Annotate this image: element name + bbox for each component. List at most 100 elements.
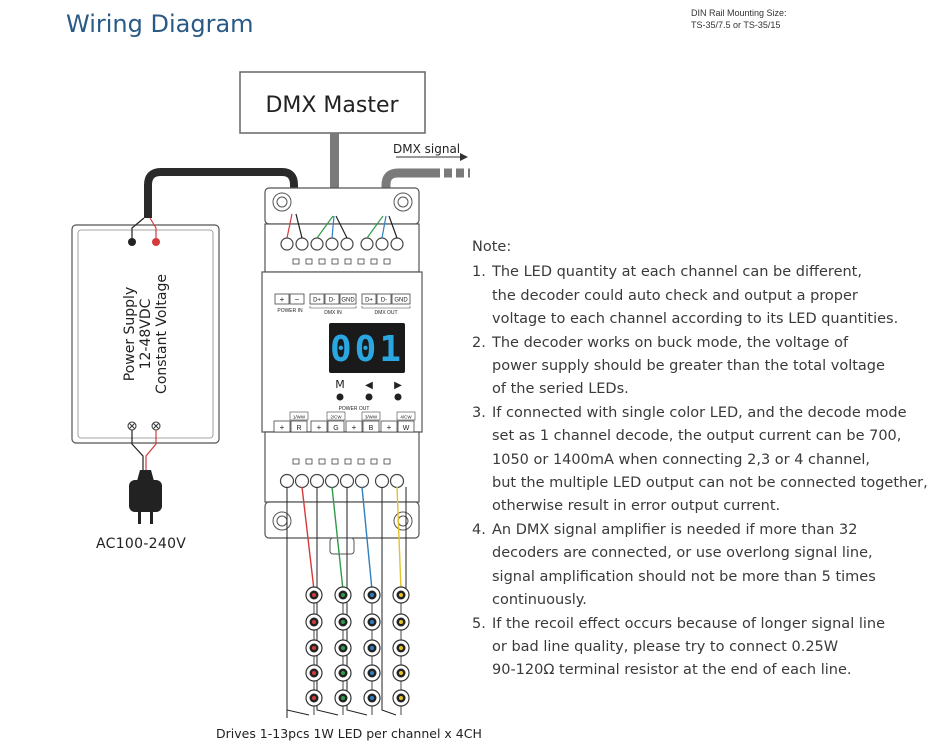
note-text: An DMX signal amplifier is needed if mor… (492, 521, 876, 609)
led-lens (399, 646, 403, 650)
channel-common-wire (316, 487, 339, 716)
channel-signal-wire (396, 486, 402, 591)
note-text: If the recoil effect occurs because of l… (492, 615, 885, 679)
led-lens (341, 671, 345, 675)
led-lens (370, 671, 374, 675)
psu-line-1: Power Supply (122, 287, 138, 382)
note-number: 2. (472, 334, 486, 351)
power-supply-box (71, 224, 220, 444)
tt-box-3 (309, 293, 325, 305)
channel-signal-wire (331, 486, 344, 591)
led-caption: Drives 1-13pcs 1W LED per channel x 4CH (216, 726, 482, 741)
top-screw-7 (375, 237, 389, 251)
top-terminal-screws (280, 237, 404, 251)
top-screw-6 (360, 237, 374, 251)
channel-signal-wire (301, 486, 315, 591)
output-terminal-screw (354, 473, 370, 489)
mount-screw-bl-inner (276, 515, 288, 527)
tt-box-4 (324, 293, 340, 305)
note-item: 3. If connected with single color LED, an… (472, 402, 932, 519)
wire-dmxout-3 (388, 215, 398, 239)
plug-body (129, 480, 162, 512)
output-terminal-screw (374, 473, 390, 489)
led-array (279, 473, 410, 718)
bt-box-5 (345, 420, 363, 433)
bt-box-3 (310, 420, 328, 433)
bt-label-4: G (333, 425, 338, 432)
tt-label-6: D+ (365, 298, 373, 304)
page-title: Wiring Diagram (66, 10, 254, 38)
dmx-out-cable (381, 168, 432, 215)
bdot-1 (292, 458, 300, 465)
psu-terminal-positive (152, 238, 160, 246)
display-value: 001 (330, 329, 404, 370)
led-lens (312, 696, 316, 700)
din-rail-size-note: DIN Rail Mounting Size: TS-35/7.5 or TS-… (691, 7, 787, 31)
led-lens (312, 593, 316, 597)
plug-pin-left (138, 512, 141, 524)
notes-list: 1.The LED quantity at each channel can b… (472, 261, 932, 682)
output-terminal-screw (324, 473, 340, 489)
decoder-lower-body (264, 431, 420, 503)
led-lens (370, 696, 374, 700)
dot-1 (292, 258, 300, 265)
psu-red-wire (149, 217, 157, 242)
led-lens (399, 696, 403, 700)
button-m[interactable] (336, 393, 344, 401)
output-terminal-screw (279, 473, 295, 489)
bdot-3 (318, 458, 326, 465)
wire-dmxin-3 (335, 215, 348, 239)
led-lens (341, 646, 345, 650)
dot-7 (370, 258, 378, 265)
mount-screw-tl-inner (276, 196, 288, 208)
bt-label-8: W (403, 425, 410, 432)
tt-box-7 (376, 293, 392, 305)
tt-label-1: + (280, 295, 285, 304)
dot-6 (357, 258, 365, 265)
tt-label-5: GND (341, 298, 355, 304)
dmx-signal-label: DMX signal (393, 142, 460, 156)
dmx-master-box (239, 71, 426, 134)
decoder-unit: + − D+ D- GND D+ D- GND POWER IN DMX IN … (261, 187, 423, 555)
ch-box-2 (326, 411, 346, 421)
channel-label-4: 4/CW (400, 415, 412, 420)
bt-label-2: R (296, 425, 301, 432)
bt-box-7 (380, 420, 398, 433)
button-right[interactable] (394, 393, 402, 401)
ac-wire-red (145, 430, 157, 470)
segment-display (329, 323, 405, 373)
tt-label-7: D- (381, 298, 387, 304)
wire-power-black (295, 213, 303, 239)
output-terminal-screw (309, 473, 325, 489)
led-lens (312, 646, 316, 650)
output-terminal-screw (339, 473, 355, 489)
top-screw-5 (340, 237, 354, 251)
wire-dmxout-1 (366, 215, 384, 239)
button-left[interactable] (365, 393, 373, 401)
led-lens (399, 593, 403, 597)
channel-label-3: 3/WW (365, 415, 378, 420)
psu-terminal-negative (128, 238, 136, 246)
notes-panel: Note: 1.The LED quantity at each channel… (472, 236, 932, 683)
ac-wire-black (131, 430, 144, 470)
led-lens (370, 620, 374, 624)
power-in-label: POWER IN (277, 308, 303, 314)
bdot-5 (344, 458, 352, 465)
wire-power-red (286, 213, 293, 239)
note-text: If connected with single color LED, and … (492, 404, 928, 515)
dmx-out-bracket (361, 306, 411, 309)
note-number: 3. (472, 404, 486, 421)
bdot-8 (383, 458, 391, 465)
wire-dmxin-2 (331, 215, 335, 239)
dmx-master-cable (330, 133, 339, 218)
bdot-4 (331, 458, 339, 465)
note-item: 2.The decoder works on buck mode, the vo… (472, 332, 932, 402)
bt-box-2 (290, 420, 308, 433)
led-lens (341, 620, 345, 624)
dmx-out-label: DMX OUT (374, 310, 397, 316)
din-line-2: TS-35/7.5 or TS-35/15 (691, 20, 781, 30)
button-right-label: ▶ (394, 380, 402, 391)
dot-8 (383, 258, 391, 265)
led-lens (341, 696, 345, 700)
